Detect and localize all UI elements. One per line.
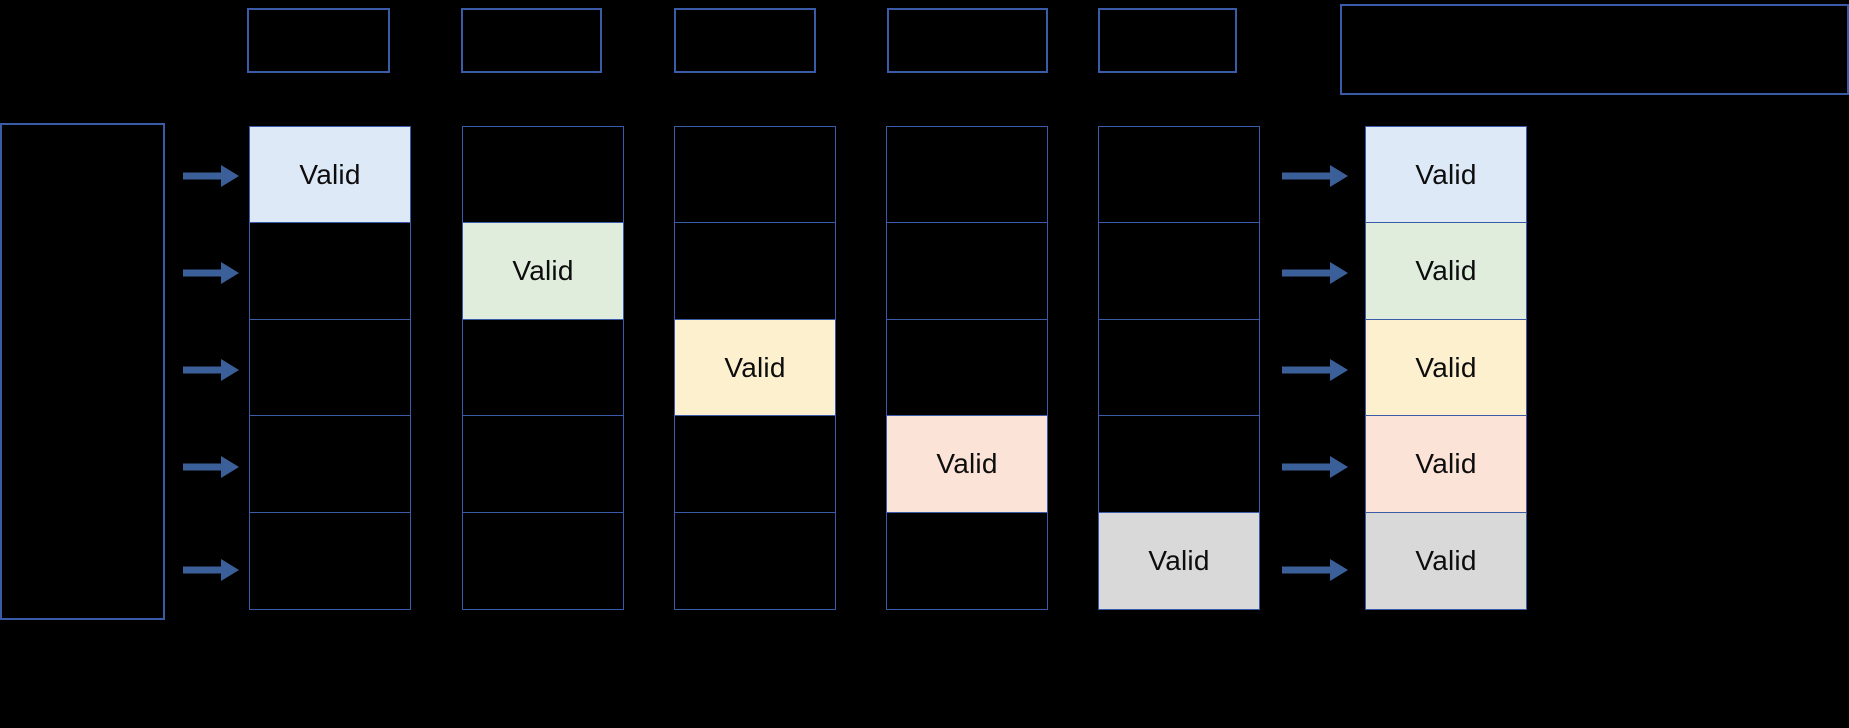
empty-cell[interactable] (249, 318, 411, 417)
arrow-head-icon (1330, 262, 1348, 284)
column-4: Valid (886, 126, 1048, 610)
arrow-shaft (183, 172, 223, 180)
empty-cell[interactable] (886, 222, 1048, 321)
arrow-shaft (1282, 566, 1332, 574)
valid-cell[interactable]: Valid (462, 222, 624, 321)
arrow-head-icon (1330, 559, 1348, 581)
empty-cell[interactable] (1098, 126, 1260, 224)
arrow-head-icon (221, 559, 239, 581)
arrow-head-icon (1330, 359, 1348, 381)
empty-cell[interactable] (1098, 415, 1260, 514)
valid-cell[interactable]: Valid (886, 415, 1048, 514)
column-5: Valid (1098, 126, 1260, 610)
empty-cell[interactable] (886, 511, 1048, 610)
header-box-1[interactable] (247, 8, 390, 73)
arrow-shaft (1282, 172, 1332, 180)
arrow-head-icon (221, 262, 239, 284)
empty-cell[interactable] (1098, 222, 1260, 321)
valid-cell[interactable]: Valid (674, 318, 836, 417)
valid-cell[interactable]: Valid (1365, 511, 1527, 610)
valid-cell[interactable]: Valid (1098, 511, 1260, 610)
arrow-head-icon (221, 456, 239, 478)
valid-cell[interactable]: Valid (1365, 126, 1527, 224)
header-box-2[interactable] (461, 8, 602, 73)
empty-cell[interactable] (886, 318, 1048, 417)
arrow-head-icon (1330, 456, 1348, 478)
empty-cell[interactable] (674, 511, 836, 610)
empty-cell[interactable] (886, 126, 1048, 224)
header-box-3[interactable] (674, 8, 816, 73)
arrow-head-icon (1330, 165, 1348, 187)
arrow-shaft (1282, 269, 1332, 277)
header-box-5[interactable] (1098, 8, 1237, 73)
empty-cell[interactable] (462, 318, 624, 417)
empty-cell[interactable] (1098, 318, 1260, 417)
empty-cell[interactable] (462, 511, 624, 610)
empty-cell[interactable] (674, 222, 836, 321)
header-box-6[interactable] (1340, 4, 1849, 95)
column-3: Valid (674, 126, 836, 610)
empty-cell[interactable] (674, 415, 836, 514)
valid-cell[interactable]: Valid (249, 126, 411, 224)
valid-cell[interactable]: Valid (1365, 318, 1527, 417)
valid-cell[interactable]: Valid (1365, 415, 1527, 514)
arrow-shaft (183, 566, 223, 574)
left-panel-box[interactable] (0, 123, 165, 620)
arrow-shaft (183, 269, 223, 277)
empty-cell[interactable] (462, 126, 624, 224)
empty-cell[interactable] (674, 126, 836, 224)
arrow-head-icon (221, 165, 239, 187)
header-box-4[interactable] (887, 8, 1048, 73)
empty-cell[interactable] (249, 511, 411, 610)
empty-cell[interactable] (462, 415, 624, 514)
empty-cell[interactable] (249, 222, 411, 321)
column-1: Valid (249, 126, 411, 610)
empty-cell[interactable] (249, 415, 411, 514)
arrow-shaft (1282, 366, 1332, 374)
arrow-shaft (183, 463, 223, 471)
column-2: Valid (462, 126, 624, 610)
arrow-shaft (1282, 463, 1332, 471)
valid-cell[interactable]: Valid (1365, 222, 1527, 321)
arrow-shaft (183, 366, 223, 374)
arrow-head-icon (221, 359, 239, 381)
